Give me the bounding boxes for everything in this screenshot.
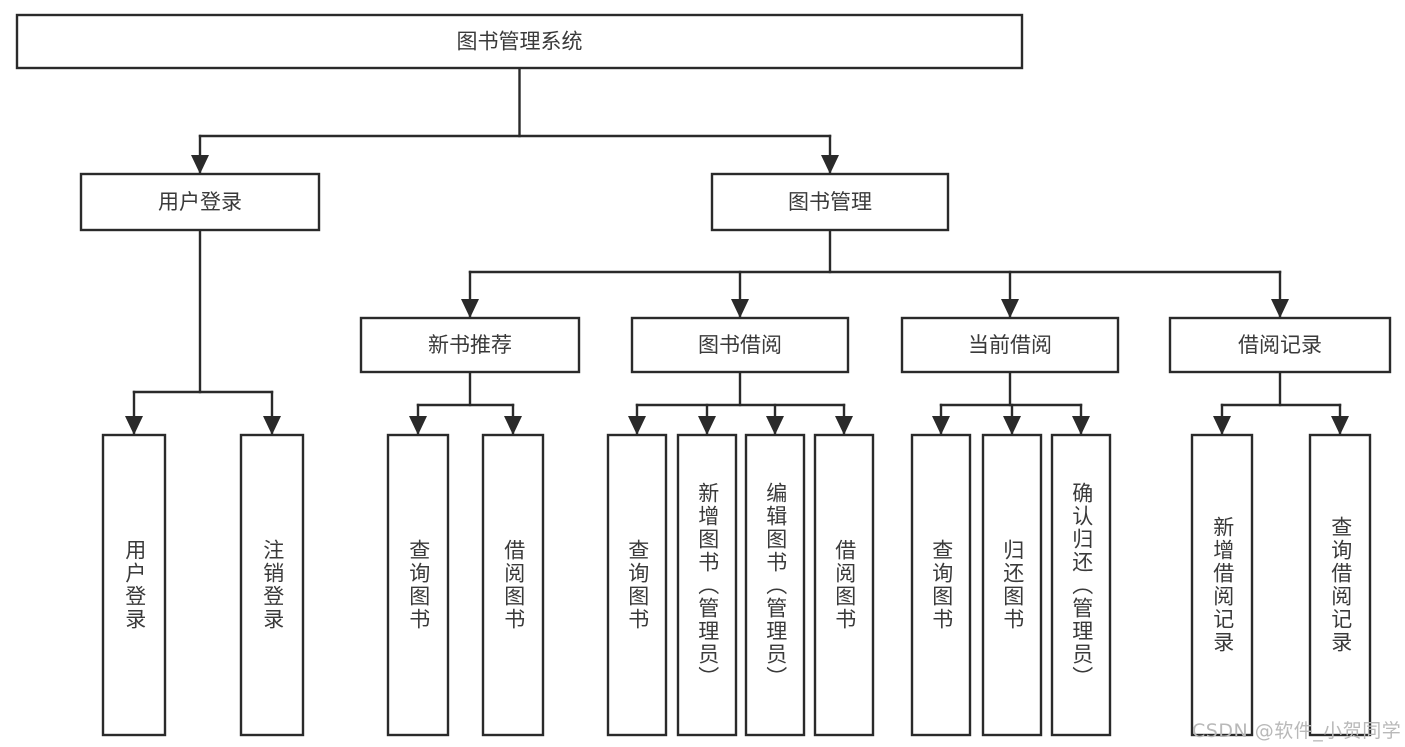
node-label-current-borrow: 当前借阅	[968, 333, 1052, 357]
node-label-borrow-record: 借阅记录	[1238, 333, 1322, 357]
node-box-leaf-user-login[interactable]	[101, 433, 167, 737]
node-box-root[interactable]	[15, 13, 1024, 70]
node-box-book-borrow[interactable]	[630, 316, 850, 374]
node-box-user-login[interactable]	[79, 172, 321, 232]
arrow-head-book-borrow-2	[766, 416, 784, 435]
arrow-head-root-1	[821, 155, 839, 174]
node-box-leaf-query-book-recommend[interactable]	[386, 433, 450, 737]
node-label-user-login: 用户登录	[158, 190, 242, 214]
arrow-head-borrow-record-0	[1213, 416, 1231, 435]
node-box-leaf-query-book-current[interactable]	[910, 433, 972, 737]
node-box-leaf-add-borrow-record[interactable]	[1190, 433, 1254, 737]
arrow-head-book-borrow-3	[835, 416, 853, 435]
arrow-head-book-borrow-1	[698, 416, 716, 435]
node-box-leaf-return-book[interactable]	[981, 433, 1043, 737]
arrow-head-root-0	[191, 155, 209, 174]
node-label-book-borrow: 图书借阅	[698, 333, 782, 357]
node-box-leaf-edit-book-admin[interactable]	[744, 433, 806, 737]
arrow-head-current-borrow-1	[1003, 416, 1021, 435]
node-box-new-book-recommend[interactable]	[359, 316, 581, 374]
arrow-head-book-borrow-0	[628, 416, 646, 435]
csdn-watermark: CSDN @软件_小贺同学	[1192, 720, 1402, 742]
node-label-book-management: 图书管理	[788, 190, 872, 214]
node-box-leaf-borrow-book-recommend[interactable]	[481, 433, 545, 737]
node-box-leaf-query-book-borrow[interactable]	[606, 433, 668, 737]
connector-layer	[125, 66, 1349, 437]
node-box-book-management[interactable]	[710, 172, 950, 232]
arrow-head-user-login-0	[125, 416, 143, 435]
node-box-current-borrow[interactable]	[900, 316, 1120, 374]
node-box-leaf-add-book-admin[interactable]	[676, 433, 738, 737]
arrow-head-new-book-recommend-0	[409, 416, 427, 435]
node-box-borrow-record[interactable]	[1168, 316, 1392, 374]
arrow-head-borrow-record-1	[1331, 416, 1349, 435]
node-box-leaf-borrow-book[interactable]	[813, 433, 875, 737]
arrow-head-current-borrow-2	[1072, 416, 1090, 435]
arrow-head-user-login-1	[263, 416, 281, 435]
node-box-leaf-user-logout[interactable]	[239, 433, 305, 737]
arrow-head-bookmgmt-2	[1001, 299, 1019, 318]
node-label-root: 图书管理系统	[457, 30, 583, 54]
arrow-head-bookmgmt-3	[1271, 299, 1289, 318]
node-box-layer	[15, 13, 1392, 737]
node-box-leaf-query-borrow-record[interactable]	[1308, 433, 1372, 737]
arrow-head-current-borrow-0	[932, 416, 950, 435]
arrow-head-bookmgmt-0	[461, 299, 479, 318]
arrow-head-bookmgmt-1	[731, 299, 749, 318]
node-box-leaf-confirm-return-admin[interactable]	[1050, 433, 1112, 737]
node-label-new-book-recommend: 新书推荐	[428, 333, 512, 357]
arrow-head-new-book-recommend-1	[504, 416, 522, 435]
